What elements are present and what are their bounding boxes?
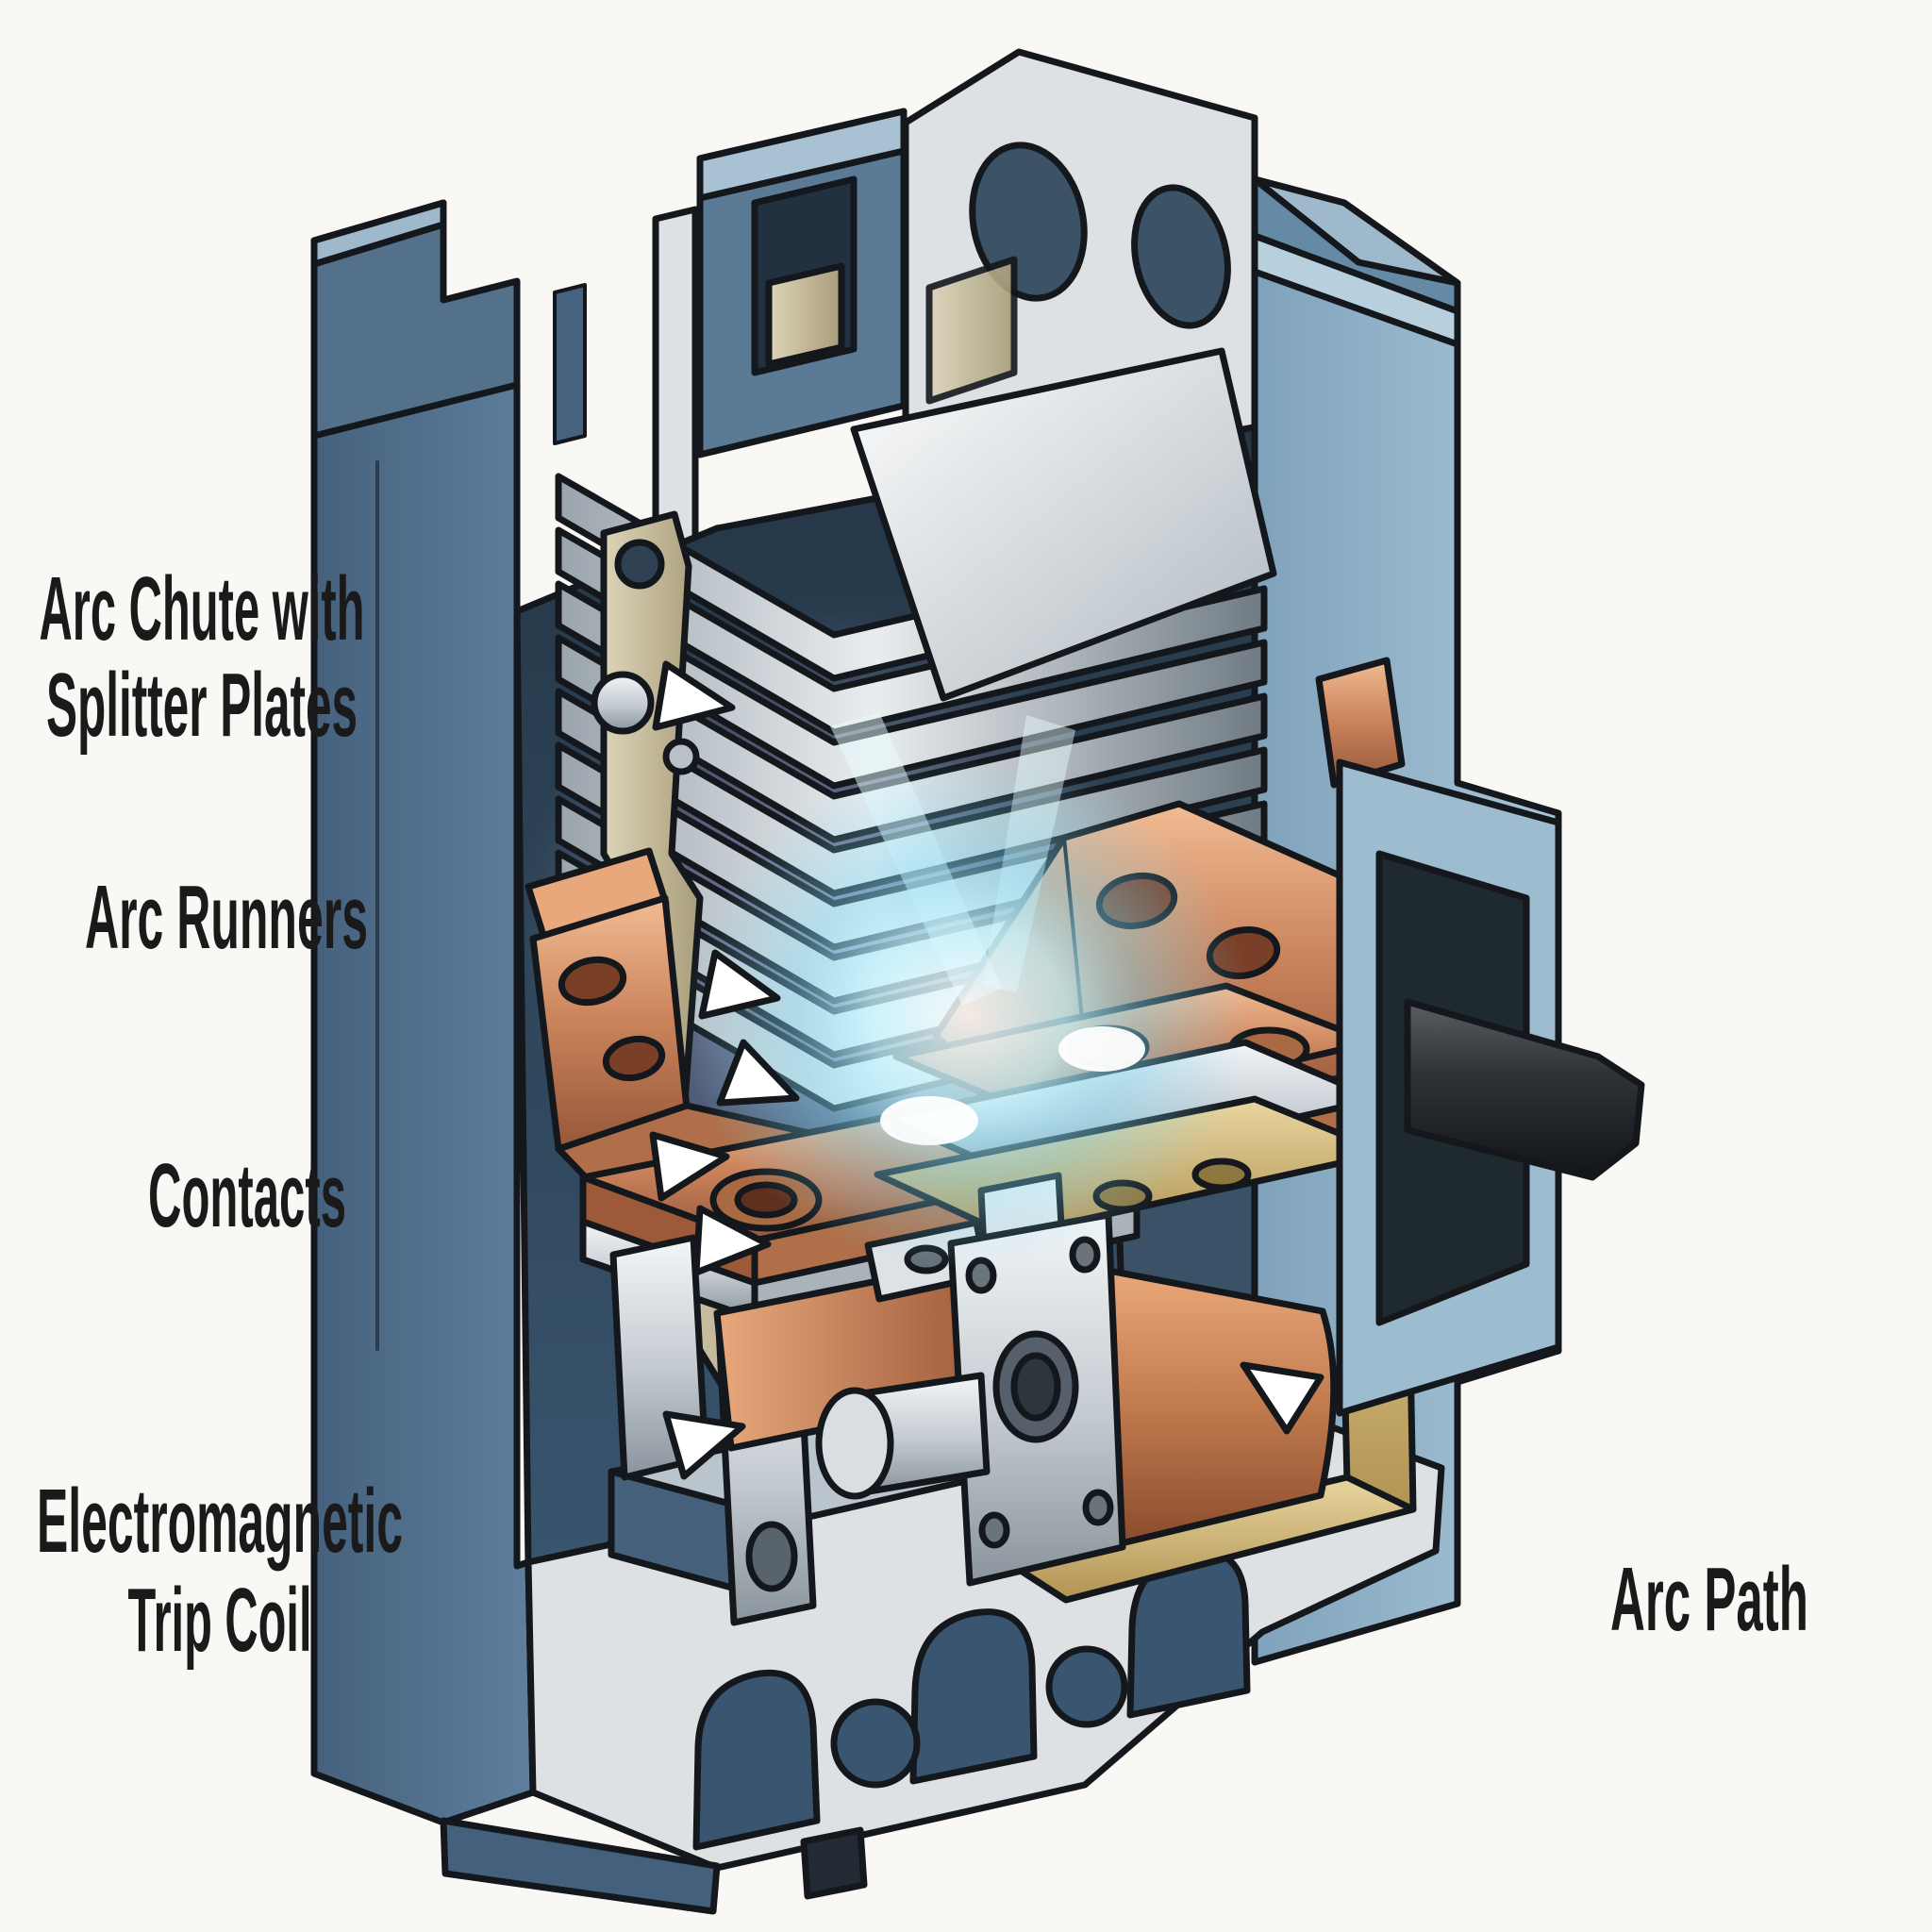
leader-arrow-contacts-1 bbox=[649, 1131, 730, 1202]
label-arc-chute-line1: Arc Chute with bbox=[40, 558, 365, 659]
label-arc-runners: Arc Runners bbox=[85, 867, 368, 968]
coil-end-plate bbox=[947, 1211, 1126, 1587]
arc-chute-splitter-plates bbox=[558, 347, 1277, 1108]
annotations: Arc Chute with Splitter Plates Arc Runne… bbox=[37, 558, 1808, 1671]
leader-arrow-arc-path bbox=[1240, 1361, 1324, 1435]
toggle-handle bbox=[1404, 998, 1645, 1181]
housing-left-wall bbox=[310, 199, 587, 1826]
toggle-handle-assembly bbox=[1336, 758, 1645, 1417]
label-contacts: Contacts bbox=[148, 1145, 346, 1246]
leader-arrow-arc-runners-2 bbox=[716, 1039, 800, 1107]
leader-arrow-trip-coil bbox=[662, 1410, 746, 1480]
electric-arc bbox=[684, 712, 1250, 1269]
coil-plunger bbox=[815, 1372, 991, 1500]
leader-arrow-contacts-2 bbox=[692, 1205, 772, 1276]
leader-arrow-arc-chute bbox=[652, 660, 736, 731]
label-trip-coil-line1: Electromagnetic bbox=[37, 1471, 403, 1572]
label-trip-coil-line2: Trip Coil bbox=[128, 1570, 312, 1671]
label-arc-path: Arc Path bbox=[1610, 1549, 1808, 1650]
label-arc-chute-line2: Splitter Plates bbox=[46, 655, 358, 756]
leader-arrow-arc-runners-1 bbox=[698, 949, 781, 1020]
large-splitter-plate bbox=[850, 347, 1277, 702]
